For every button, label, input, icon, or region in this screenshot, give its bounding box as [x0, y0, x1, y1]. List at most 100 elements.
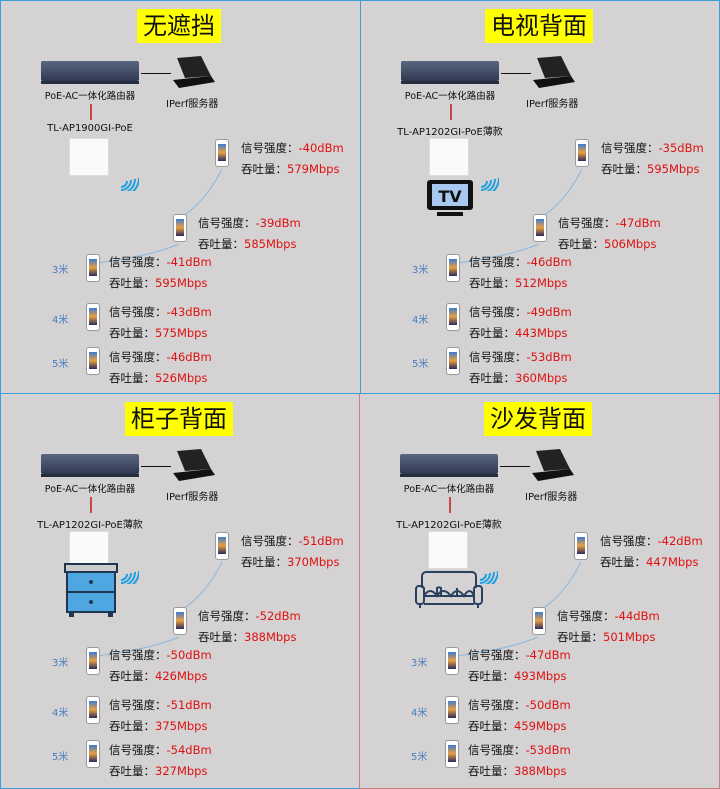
- wifi-signal-icon: [120, 570, 139, 584]
- throughput-value: 360Mbps: [515, 371, 568, 385]
- router-label: PoE-AC一体化路由器: [44, 484, 136, 495]
- phone-icon: [86, 647, 100, 675]
- phone-icon: [445, 740, 459, 768]
- distance-label: 4米: [411, 708, 428, 719]
- connection-line: [501, 73, 531, 74]
- phone-icon: [532, 607, 546, 635]
- phone-icon: [86, 347, 100, 375]
- signal-value: -51dBm: [166, 698, 212, 712]
- access-point-icon: [69, 138, 109, 176]
- phone-icon: [215, 532, 229, 560]
- throughput-value: 579Mbps: [287, 162, 340, 176]
- router-label: PoE-AC一体化路由器: [44, 91, 136, 102]
- wifi-signal-icon: [479, 570, 498, 584]
- signal-reading: 信号强度：-52dBm: [198, 608, 301, 624]
- router-icon: [41, 454, 139, 477]
- ap-model-label: TL-AP1202GI-PoE薄款: [397, 127, 503, 138]
- signal-label: 信号强度：: [198, 609, 256, 623]
- router-label: PoE-AC一体化路由器: [404, 91, 496, 102]
- distance-label: 3米: [52, 265, 69, 276]
- throughput-value: 595Mbps: [155, 276, 208, 290]
- laptop-icon: [173, 56, 215, 88]
- distance-label: 5米: [52, 752, 69, 763]
- signal-reading: 信号强度：-39dBm: [198, 215, 301, 231]
- signal-value: -41dBm: [166, 255, 212, 269]
- path-curve: [96, 168, 223, 264]
- connection-line: [141, 466, 171, 467]
- panel-title: 电视背面: [485, 9, 593, 43]
- signal-value: -47dBm: [615, 216, 661, 230]
- signal-reading: 信号强度：-41dBm: [109, 254, 212, 270]
- signal-value: -53dBm: [526, 350, 572, 364]
- laptop-icon: [173, 449, 215, 481]
- tv-icon: TV: [427, 180, 473, 216]
- throughput-reading: 吞吐量：595Mbps: [601, 161, 699, 177]
- throughput-label: 吞吐量：: [468, 719, 514, 733]
- cable-line: [90, 497, 92, 513]
- laptop-icon: [533, 56, 575, 88]
- path-curve: [455, 561, 582, 657]
- throughput-reading: 吞吐量：388Mbps: [198, 629, 296, 645]
- wifi-signal-icon: [480, 177, 499, 191]
- signal-reading: 信号强度：-42dBm: [600, 533, 703, 549]
- signal-reading: 信号强度：-46dBm: [469, 254, 572, 270]
- throughput-label: 吞吐量：: [109, 276, 155, 290]
- throughput-reading: 吞吐量：360Mbps: [469, 370, 567, 386]
- signal-reading: 信号强度：-54dBm: [109, 742, 212, 758]
- phone-icon: [446, 254, 460, 282]
- throughput-label: 吞吐量：: [469, 276, 515, 290]
- signal-label: 信号强度：: [468, 698, 526, 712]
- ap-model-label: TL-AP1900GI-PoE: [47, 123, 133, 134]
- throughput-reading: 吞吐量：575Mbps: [109, 325, 207, 341]
- signal-reading: 信号强度：-53dBm: [468, 742, 571, 758]
- throughput-value: 443Mbps: [515, 326, 568, 340]
- panel-tv-back: 电视背面 PoE-AC一体化路由器 IPerf服务器 TL-AP1202GI-PoE薄…: [360, 0, 720, 394]
- throughput-label: 吞吐量：: [469, 371, 515, 385]
- throughput-value: 575Mbps: [155, 326, 208, 340]
- signal-value: -39dBm: [255, 216, 301, 230]
- signal-label: 信号强度：: [558, 216, 616, 230]
- throughput-label: 吞吐量：: [468, 669, 514, 683]
- tv-text: TV: [438, 187, 462, 206]
- throughput-reading: 吞吐量：493Mbps: [468, 668, 566, 684]
- throughput-value: 426Mbps: [155, 669, 208, 683]
- throughput-label: 吞吐量：: [241, 162, 287, 176]
- signal-value: -35dBm: [658, 141, 704, 155]
- distance-label: 4米: [52, 315, 69, 326]
- signal-value: -46dBm: [166, 350, 212, 364]
- throughput-reading: 吞吐量：526Mbps: [109, 370, 207, 386]
- server-label: IPerf服务器: [525, 492, 578, 503]
- signal-value: -43dBm: [166, 305, 212, 319]
- throughput-value: 388Mbps: [514, 764, 567, 778]
- throughput-label: 吞吐量：: [198, 237, 244, 251]
- phone-icon: [533, 214, 547, 242]
- throughput-reading: 吞吐量：579Mbps: [241, 161, 339, 177]
- throughput-reading: 吞吐量：375Mbps: [109, 718, 207, 734]
- signal-reading: 信号强度：-46dBm: [109, 349, 212, 365]
- signal-value: -50dBm: [166, 648, 212, 662]
- distance-label: 3米: [411, 658, 428, 669]
- throughput-value: 501Mbps: [603, 630, 656, 644]
- distance-label: 5米: [412, 359, 429, 370]
- signal-reading: 信号强度：-51dBm: [241, 533, 344, 549]
- signal-label: 信号强度：: [468, 648, 526, 662]
- throughput-value: 327Mbps: [155, 764, 208, 778]
- throughput-label: 吞吐量：: [109, 719, 155, 733]
- signal-label: 信号强度：: [241, 534, 299, 548]
- signal-reading: 信号强度：-35dBm: [601, 140, 704, 156]
- signal-value: -50dBm: [525, 698, 571, 712]
- throughput-reading: 吞吐量：370Mbps: [241, 554, 339, 570]
- signal-value: -40dBm: [298, 141, 344, 155]
- signal-label: 信号强度：: [109, 698, 167, 712]
- phone-icon: [86, 696, 100, 724]
- panel-title: 沙发背面: [484, 402, 592, 436]
- signal-reading: 信号强度：-43dBm: [109, 304, 212, 320]
- throughput-value: 512Mbps: [515, 276, 568, 290]
- phone-icon: [86, 740, 100, 768]
- throughput-reading: 吞吐量：595Mbps: [109, 275, 207, 291]
- distance-label: 4米: [412, 315, 429, 326]
- server-label: IPerf服务器: [526, 99, 579, 110]
- signal-label: 信号强度：: [109, 350, 167, 364]
